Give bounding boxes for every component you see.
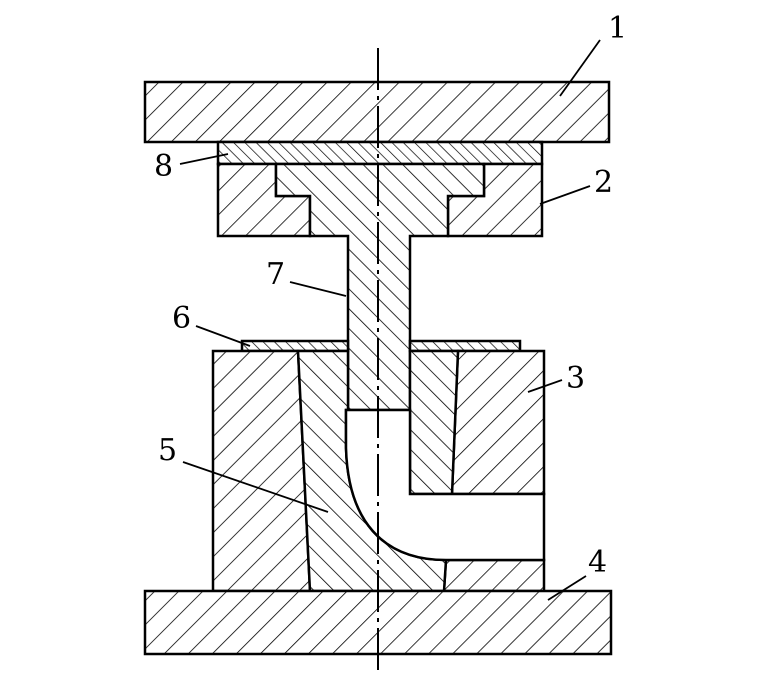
leader-2 (539, 185, 591, 205)
guide-plate-right (408, 339, 522, 353)
die-body-lower-right (442, 558, 546, 593)
bent-channel-outline (344, 408, 546, 562)
die-body-left (211, 349, 312, 593)
callout-1: 1 (608, 11, 627, 46)
callout-4: 4 (588, 545, 607, 580)
backing-plate (216, 140, 544, 166)
leader-4 (547, 575, 587, 601)
callout-2: 2 (594, 165, 613, 200)
die-body-right (450, 349, 546, 496)
callout-6: 6 (172, 301, 191, 336)
leader-3 (527, 379, 563, 393)
leader-5 (182, 461, 329, 513)
leader-8 (179, 153, 229, 165)
callout-5: 5 (158, 433, 177, 468)
callout-7: 7 (266, 257, 285, 292)
callout-3: 3 (566, 361, 585, 396)
split-insert-right (408, 349, 460, 496)
guide-plate-left (240, 339, 350, 353)
leader-1 (559, 39, 601, 97)
callout-8: 8 (154, 149, 173, 184)
leader-7 (289, 281, 347, 297)
leader-6 (195, 325, 251, 347)
